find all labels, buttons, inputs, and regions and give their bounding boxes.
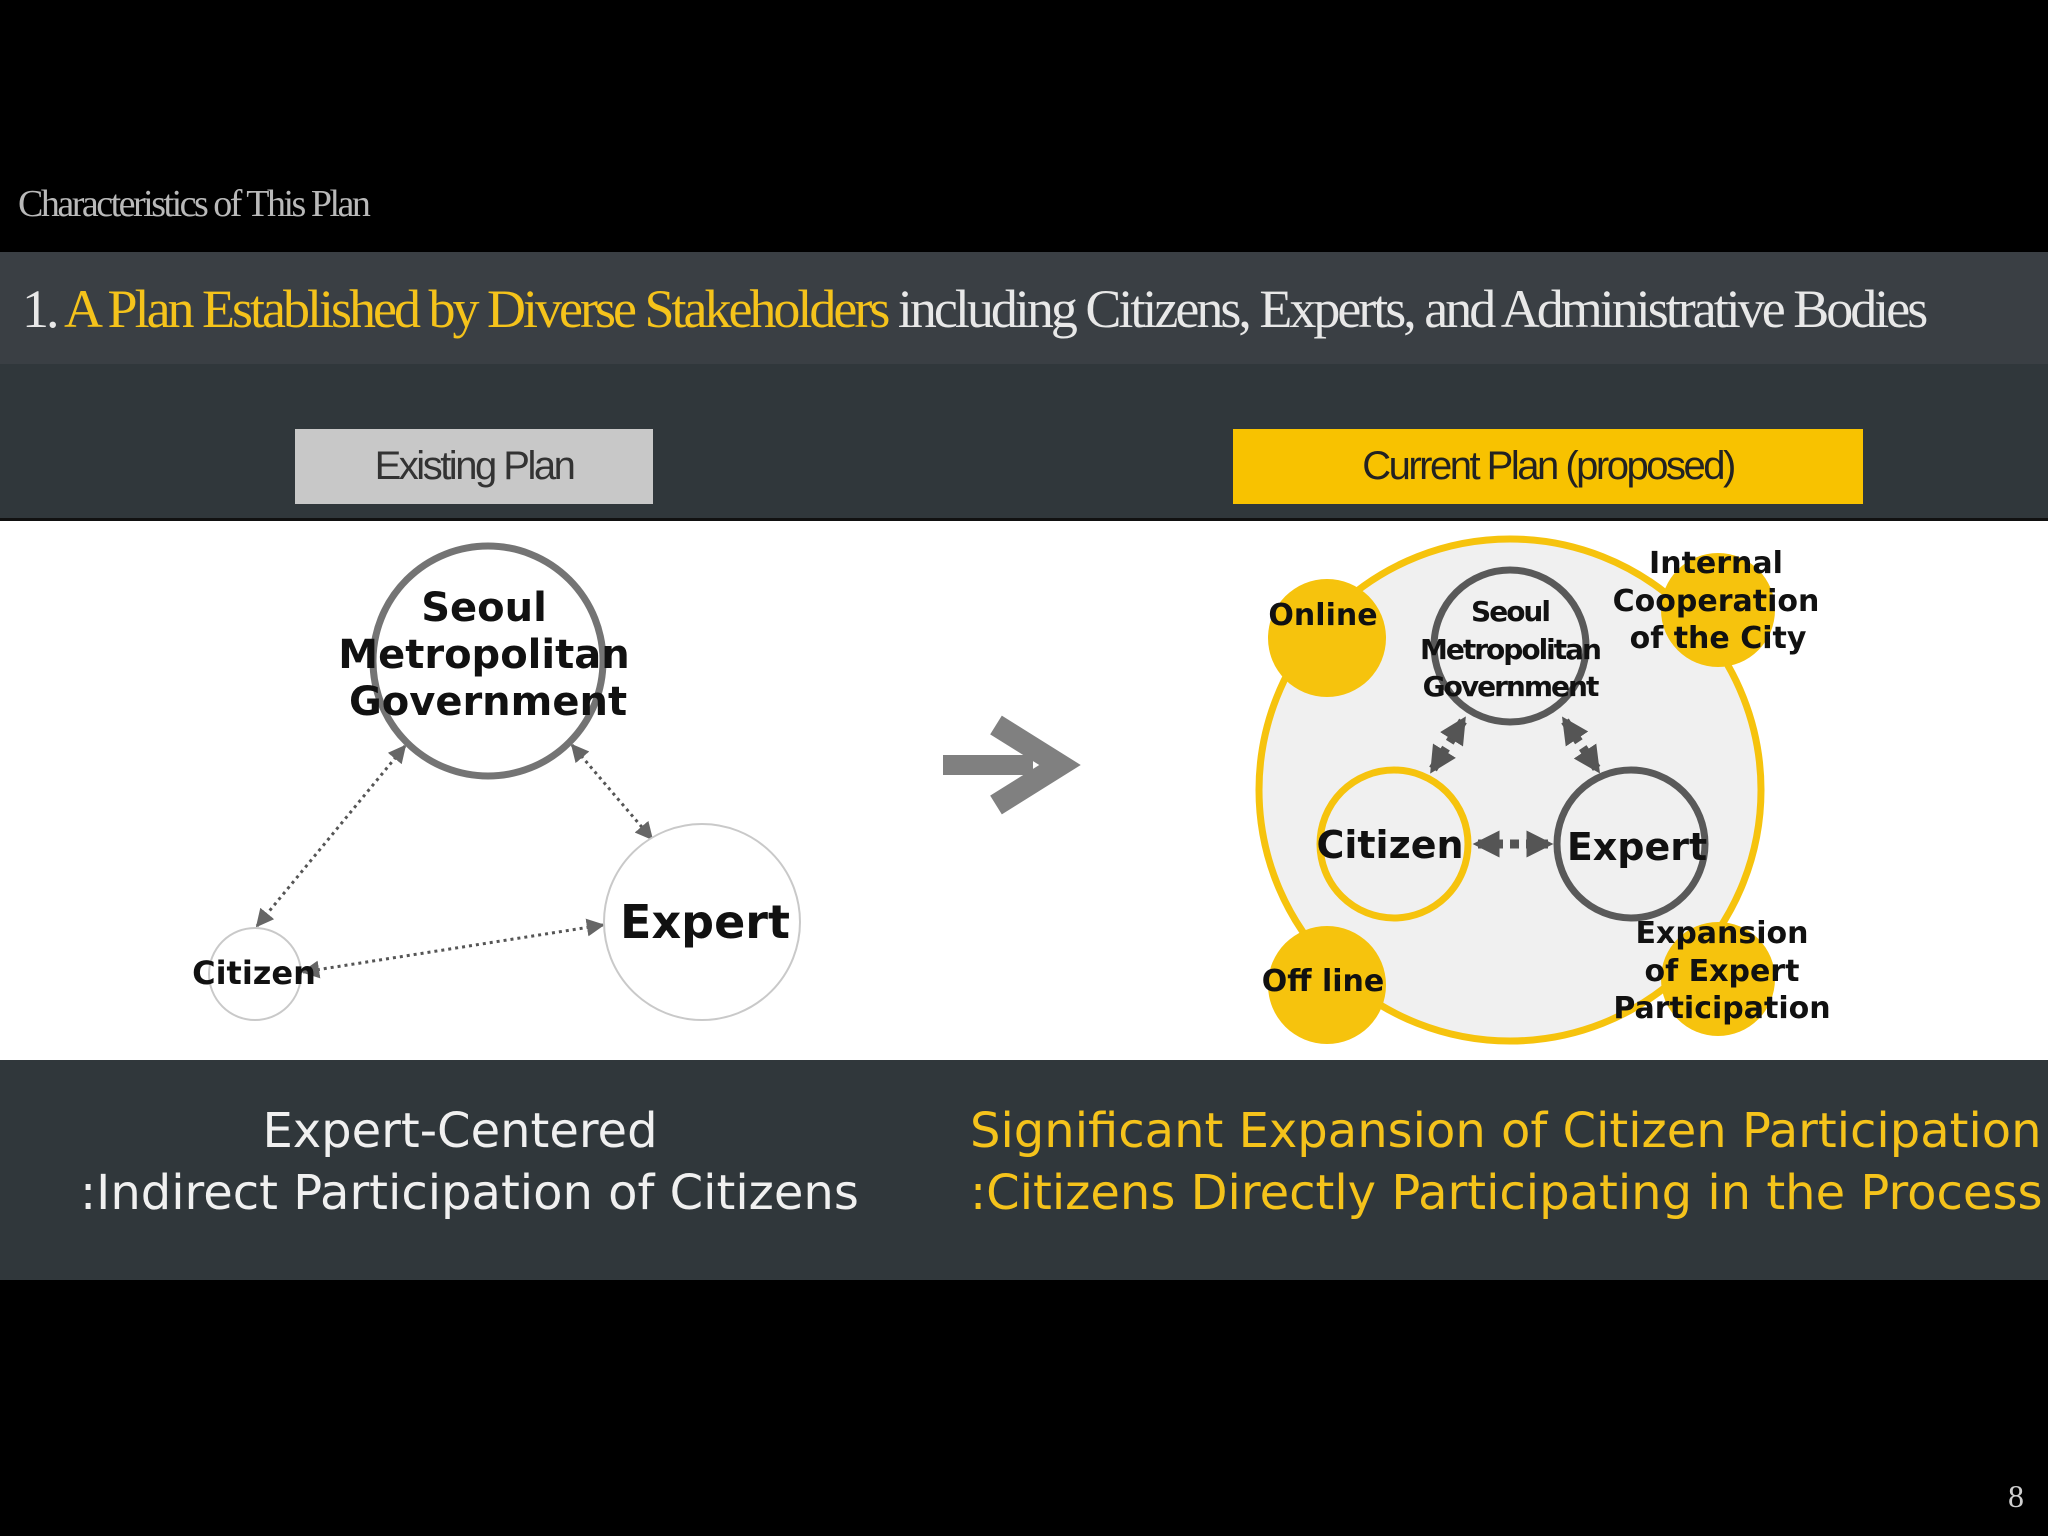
government-label-current-1: Seoul: [1471, 595, 1549, 628]
offline-node: [1268, 926, 1386, 1044]
diagram-area: Seoul Metropolitan Government Expert Cit…: [0, 521, 2048, 1060]
separator-line: [0, 518, 2048, 521]
citizen-label-current: Citizen: [1316, 823, 1463, 867]
gov-expert-link: [570, 743, 654, 841]
offline-label: Off line: [1262, 964, 1385, 999]
current-plan-diagram: Online Off line Internal Cooperation of …: [1255, 535, 1831, 1045]
section-label: Characteristics of This Plan: [18, 183, 371, 225]
government-node-current: [1430, 566, 1590, 726]
expansion-label-1: Expansion: [1635, 916, 1808, 951]
online-node: [1268, 579, 1386, 697]
government-label-3: Government: [349, 679, 627, 725]
online-label: Online: [1268, 598, 1377, 633]
gov-expert-link-current: [1561, 716, 1601, 774]
expert-expansion-node: [1661, 922, 1775, 1036]
title-highlight: A Plan Established by Diverse Stakeholde…: [64, 279, 890, 339]
current-plan-caption: Significant Expansion of Citizen Partici…: [970, 1100, 2043, 1224]
caption-band: [0, 1060, 2048, 1280]
expert-node: [603, 823, 801, 1021]
title-rest: including Citizens, Experts, and Adminis…: [887, 279, 1928, 339]
internal-label-2: Cooperation: [1613, 584, 1820, 619]
right-arrow-icon: [943, 715, 1081, 815]
page-number: 8: [2008, 1478, 2024, 1514]
expert-label-current: Expert: [1567, 825, 1707, 869]
citizen-node-current: [1316, 766, 1472, 922]
existing-plan-diagram: Seoul Metropolitan Government Expert Cit…: [192, 542, 801, 1021]
citizen-node: [208, 927, 302, 1021]
internal-label-1: Internal: [1649, 546, 1783, 581]
gov-citizen-link: [255, 744, 407, 928]
current-caption-line-2: :Citizens Directly Participating in the …: [970, 1165, 2043, 1221]
diagram-canvas: Seoul Metropolitan Government Expert Cit…: [192, 535, 1831, 1045]
current-plan-label: Current Plan (proposed): [1233, 429, 1863, 504]
title-bar: [0, 252, 2048, 364]
citizen-label: Citizen: [192, 954, 316, 992]
government-label-current-3: Government: [1423, 670, 1599, 703]
existing-caption-line-1: Expert-Centered: [262, 1103, 658, 1159]
existing-plan-caption: Expert-Centered :Indirect Participation …: [80, 1100, 859, 1224]
government-node: [369, 542, 607, 780]
government-label-2: Metropolitan: [338, 632, 629, 678]
expansion-label-2: of Expert: [1645, 954, 1800, 989]
government-label-current-2: Metropolitan: [1420, 633, 1600, 666]
existing-caption-line-2: :Indirect Participation of Citizens: [80, 1165, 859, 1221]
slide-title: 1. A Plan Established by Diverse Stakeho…: [22, 278, 1928, 340]
expansion-label-3: Participation: [1613, 991, 1830, 1026]
current-caption-line-1: Significant Expansion of Citizen Partici…: [970, 1103, 2042, 1159]
internal-label-3: of the City: [1630, 621, 1807, 656]
title-number: 1.: [22, 279, 59, 339]
expert-node-current: [1553, 766, 1709, 922]
internal-cooperation-node: [1661, 553, 1775, 667]
government-label-1: Seoul: [421, 585, 547, 631]
existing-plan-label: Existing Plan: [295, 429, 653, 504]
expert-label: Expert: [620, 895, 790, 949]
citizen-expert-link: [301, 918, 605, 979]
